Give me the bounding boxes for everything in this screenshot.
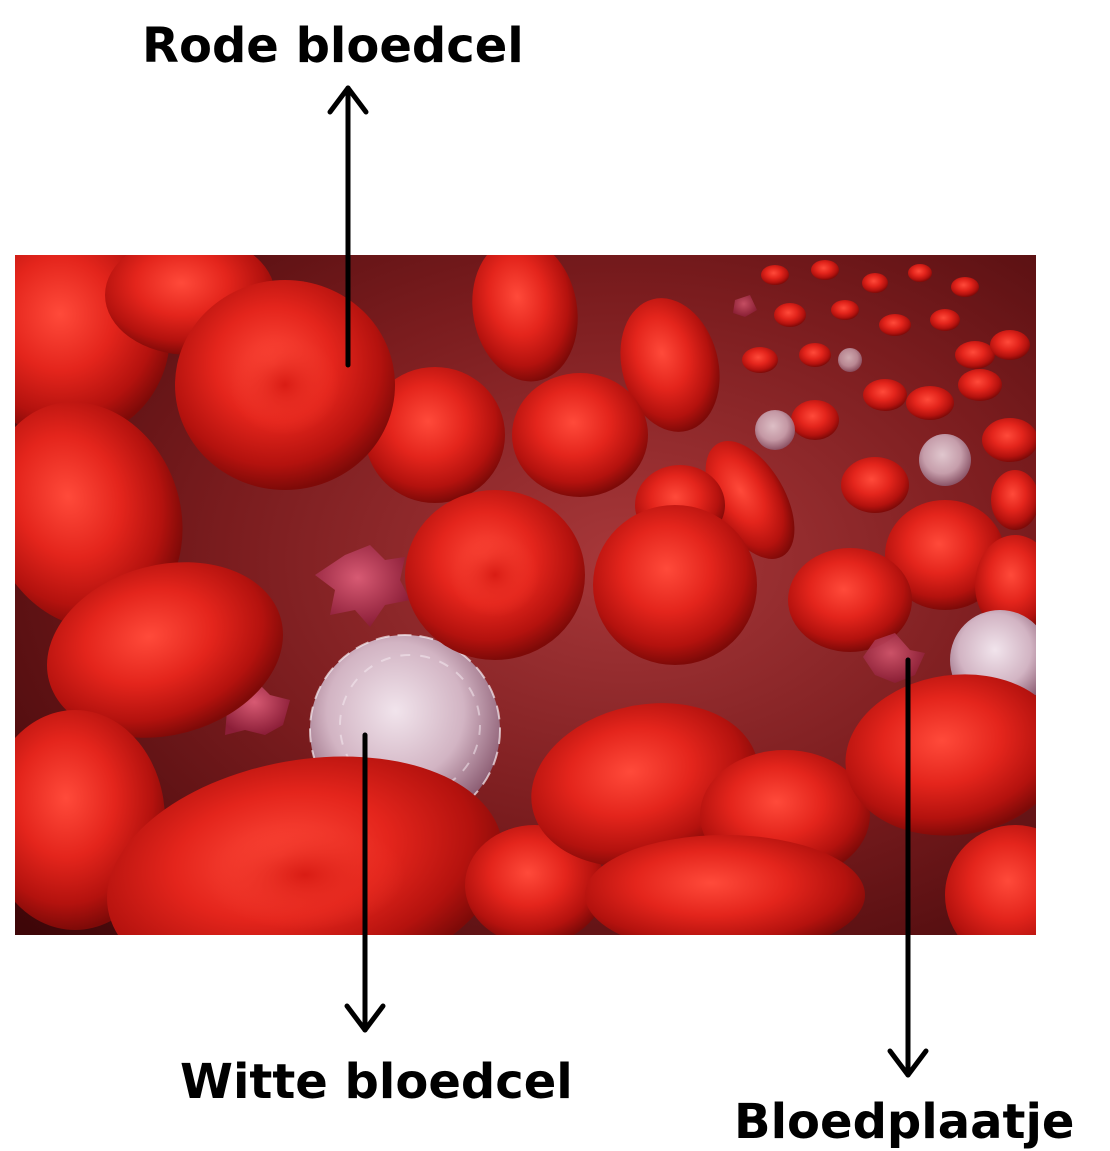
white-blood-cell-label: Witte bloedcel — [180, 1058, 573, 1106]
platelet-label: Bloedplaatje — [734, 1098, 1074, 1146]
red-blood-cell-label: Rode bloedcel — [142, 22, 524, 70]
blood-cells-illustration — [15, 255, 1036, 935]
